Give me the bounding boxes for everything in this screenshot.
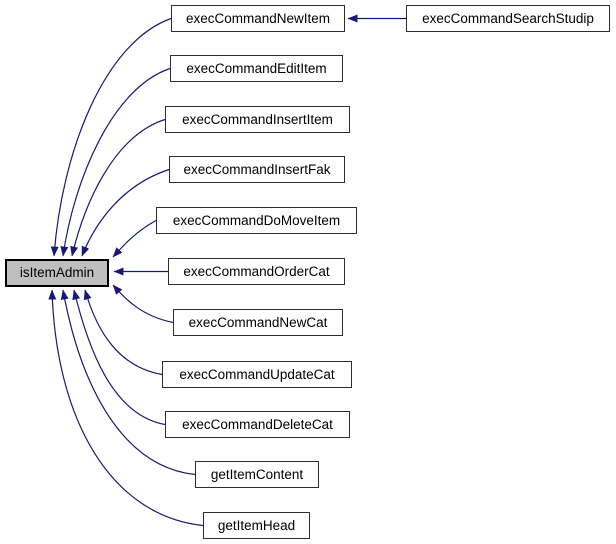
node-execcommandordercat[interactable]: execCommandOrderCat: [168, 258, 345, 285]
edge-newcat-isitemadmin: [112, 284, 174, 324]
node-execcommandinsertitem[interactable]: execCommandInsertItem: [165, 106, 350, 133]
edge-edititem-isitemadmin: [60, 67, 171, 257]
node-execcommandnewitem[interactable]: execCommandNewItem: [171, 5, 345, 32]
node-execcommanddeletecat[interactable]: execCommandDeleteCat: [165, 411, 350, 438]
edge-newitem-isitemadmin: [50, 17, 172, 257]
node-execcommandinsertfak[interactable]: execCommandInsertFak: [169, 156, 345, 183]
node-execcommandedititem[interactable]: execCommandEditItem: [170, 55, 343, 82]
node-execcommandnewcat[interactable]: execCommandNewCat: [173, 309, 343, 336]
edge-getitemcontent-isitemadmin: [60, 289, 196, 476]
node-execcommandupdatecat[interactable]: execCommandUpdateCat: [162, 361, 352, 388]
edge-domoveitem-isitemadmin: [112, 219, 157, 258]
node-execcommanddomoveitem[interactable]: execCommandDoMoveItem: [156, 207, 357, 234]
edge-deletecat-isitemadmin: [72, 289, 166, 426]
node-getitemhead[interactable]: getItemHead: [203, 512, 310, 539]
edge-getitemhead-isitemadmin: [48, 289, 204, 527]
node-getitemcontent[interactable]: getItemContent: [195, 461, 319, 488]
node-isitemadmin: isItemAdmin: [5, 259, 109, 287]
node-execcommandsearchstudip[interactable]: execCommandSearchStudip: [406, 5, 610, 32]
edge-updatecat-isitemadmin: [83, 289, 163, 376]
edge-insertitem-isitemadmin: [70, 118, 166, 257]
edge-insertfak-isitemadmin: [81, 168, 170, 257]
